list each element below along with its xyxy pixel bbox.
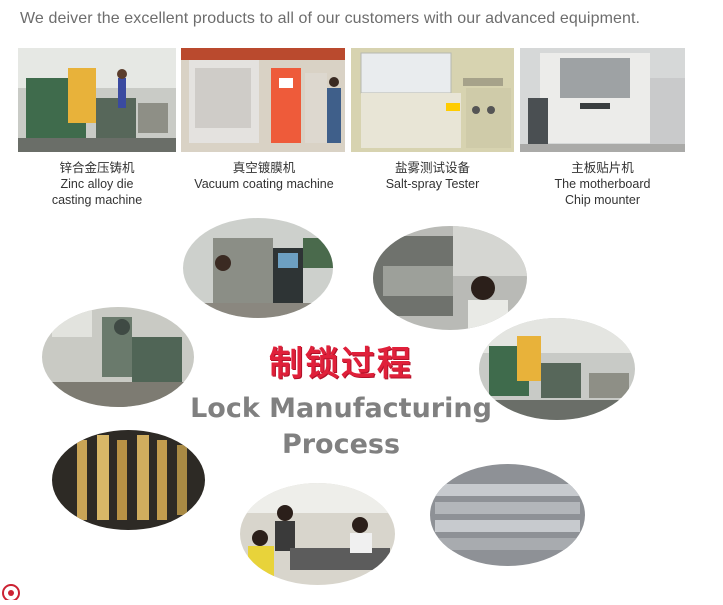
caption-die-casting-machine: 锌合金压铸机 Zinc alloy die casting machine [18, 160, 176, 208]
caption-en-line2: casting machine [51, 193, 143, 207]
ellipse-photo-machine-operator [183, 218, 333, 318]
caption-en-line1: Salt-spray Tester [385, 177, 480, 191]
caption-en-line1: Vacuum coating machine [194, 177, 334, 191]
photo-salt-spray-tester [351, 48, 514, 152]
caption-chip-mounter: 主板贴片机 The motherboard Chip mounter [520, 160, 685, 208]
photo-vacuum-coating-machine [181, 48, 345, 152]
caption-cn: 真空镀膜机 [232, 161, 296, 175]
ellipse-photo-casting-line [479, 318, 635, 420]
ellipse-photo-milling-machine [42, 307, 194, 407]
process-title-cn: 制锁过程 [269, 344, 413, 384]
ellipse-photo-worker-machine [373, 226, 527, 330]
photo-chip-mounter [520, 48, 685, 152]
process-title-en-line1: Lock Manufacturing [190, 393, 492, 424]
photo-die-casting-machine [18, 48, 176, 152]
headline: We deiver the excellent products to all … [20, 10, 641, 27]
caption-vacuum-coating-machine: 真空镀膜机 Vacuum coating machine [181, 160, 347, 192]
caption-cn: 主板贴片机 [571, 161, 634, 175]
caption-salt-spray-tester: 盐雾测试设备 Salt-spray Tester [351, 160, 514, 192]
process-title-en-line2: Process [281, 429, 401, 460]
caption-en-line1: Zinc alloy die [60, 177, 134, 191]
caption-cn: 锌合金压铸机 [59, 161, 135, 175]
ellipse-photo-stacked-parts [430, 464, 585, 566]
caption-en-line2: Chip mounter [564, 193, 641, 207]
corner-logo-icon [0, 578, 22, 602]
ellipse-photo-assembly-workers [240, 483, 395, 585]
caption-en-line1: The motherboard [554, 177, 651, 191]
process-title: 制锁过程 Lock Manufacturing Process [181, 336, 501, 463]
caption-cn: 盐雾测试设备 [394, 161, 470, 175]
ellipse-photo-lock-parts [52, 430, 205, 530]
